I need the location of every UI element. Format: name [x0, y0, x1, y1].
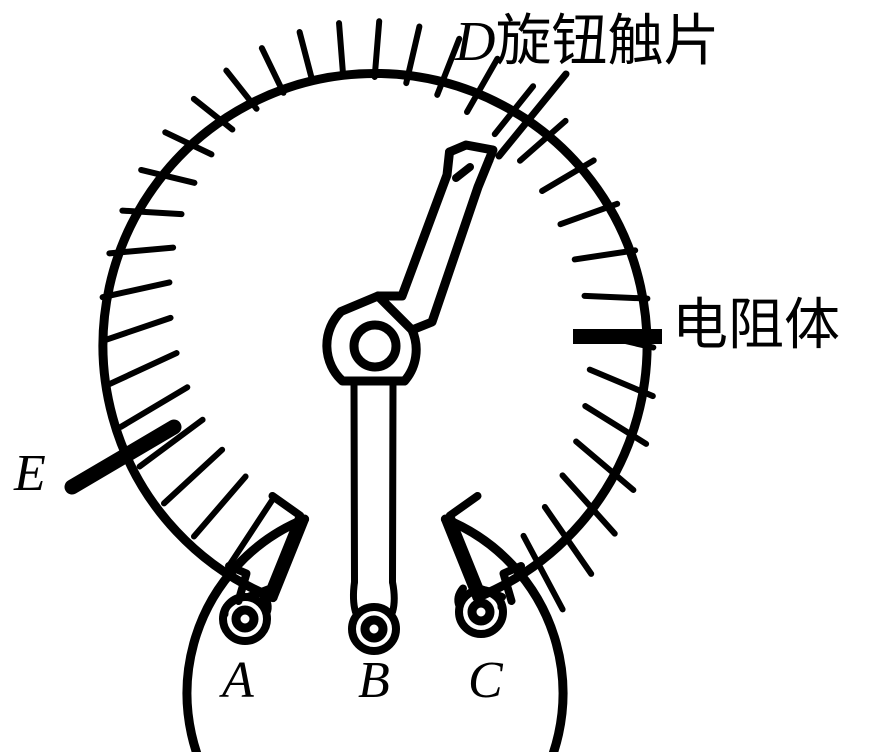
- terminal-b: [348, 377, 400, 655]
- label-terminal-c: C: [468, 652, 503, 709]
- terminal-b-stem-right: [389, 377, 397, 586]
- ring-divider: [520, 532, 566, 613]
- terminal-c-neck-left: [454, 584, 467, 610]
- wiper-contact-tip: [445, 140, 498, 165]
- ring-divider-group: [99, 18, 657, 613]
- ring-divider: [541, 504, 595, 577]
- ring-divider: [371, 18, 383, 80]
- ring-divider: [105, 350, 180, 388]
- ring-divider: [190, 473, 249, 540]
- ring-divider: [162, 129, 215, 158]
- terminal-a-strip: [244, 492, 304, 601]
- ring-divider: [491, 83, 537, 138]
- ring-divider: [119, 207, 185, 218]
- terminal-c: [446, 492, 525, 638]
- terminal-a: [219, 492, 304, 645]
- leader-line-resistor-body: [573, 329, 662, 344]
- leader-line-segment-e: [64, 419, 182, 495]
- terminal-b-stem-left: [350, 377, 358, 586]
- terminal-a-eyelet-hole: [231, 605, 259, 633]
- terminal-a-neck: [220, 595, 240, 618]
- ring-divider: [463, 55, 501, 115]
- label-wiper-text: 旋钮触片: [495, 11, 720, 73]
- ring-divider: [581, 292, 651, 302]
- ring-divider: [136, 416, 206, 470]
- label-resistor-body: 电阻体: [672, 295, 840, 357]
- ring-inner-arc: [182, 514, 568, 752]
- ring-divider: [557, 200, 621, 228]
- ring-divider: [573, 438, 637, 493]
- label-wiper-prefix: D: [455, 11, 496, 73]
- resistor-ring: [98, 18, 657, 752]
- terminal-a-strip-inner: [225, 562, 251, 605]
- wiper-assembly: [322, 140, 498, 386]
- terminal-a-neck-right: [259, 591, 272, 617]
- terminal-b-neck-right: [389, 578, 398, 616]
- terminal-c-eyelet-outer: [455, 586, 507, 638]
- label-terminal-b: B: [358, 652, 390, 709]
- label-terminal-a: A: [222, 652, 254, 709]
- ring-divider: [160, 446, 226, 507]
- ring-divider: [539, 157, 597, 195]
- terminal-b-eyelet-hole: [360, 615, 388, 643]
- ring-divider: [138, 166, 198, 186]
- ring-divider: [586, 366, 656, 400]
- label-segment-e: E: [14, 445, 46, 502]
- ring-divider: [190, 95, 236, 133]
- label-wiper: D旋钮触片: [455, 14, 719, 70]
- leader-line-wiper: [495, 70, 570, 160]
- ring-divider: [336, 20, 347, 80]
- wiper-arm-left-edge: [373, 147, 454, 301]
- ring-divider: [296, 29, 316, 85]
- wiper-contact-hook: [452, 163, 474, 182]
- ring-divider: [117, 384, 191, 430]
- ring-divider: [223, 67, 260, 112]
- ring-divider: [99, 279, 173, 301]
- ring-divider: [403, 23, 423, 87]
- terminal-b-neck-left: [349, 578, 359, 616]
- terminal-a-eyelet-outer: [219, 593, 271, 645]
- terminal-c-eyelet-hole: [467, 598, 495, 626]
- terminal-c-neck: [486, 588, 506, 611]
- ring-divider: [517, 117, 569, 164]
- ring-divider: [434, 35, 463, 98]
- hub-body: [322, 291, 421, 386]
- ring-divider: [99, 314, 174, 345]
- ring-divider: [106, 244, 177, 257]
- terminal-b-eyelet-outer: [348, 603, 400, 655]
- ring-divider: [582, 403, 650, 447]
- hub-center-hole: [349, 320, 401, 372]
- ring-divider: [226, 496, 276, 569]
- ring-outer-arc: [98, 68, 652, 603]
- ring-divider: [571, 247, 639, 263]
- ring-divider: [559, 472, 618, 537]
- ring-divider: [258, 45, 287, 96]
- terminal-c-strip-inner: [499, 562, 525, 605]
- wiper-arm-right-edge: [407, 155, 494, 335]
